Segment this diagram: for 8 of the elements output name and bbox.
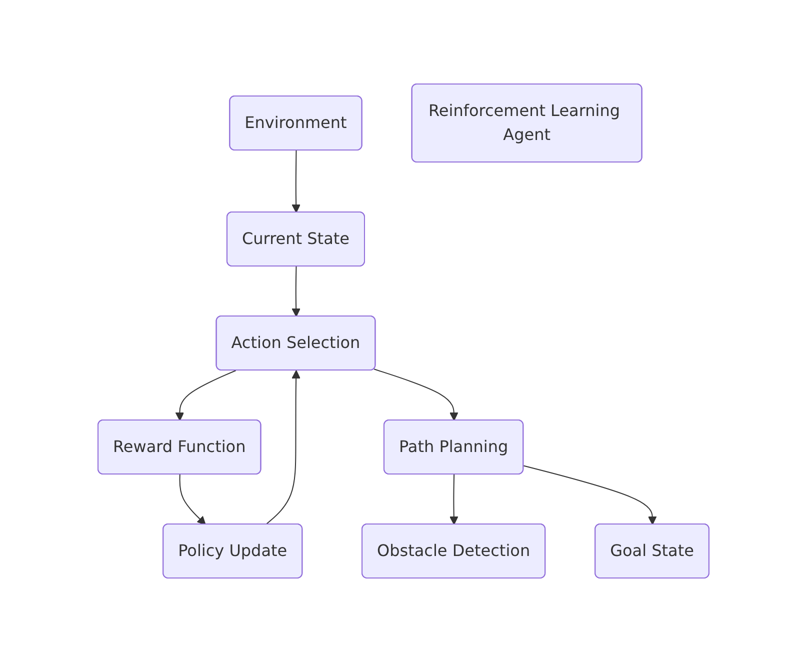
arrow [178, 474, 206, 525]
arrow [522, 465, 656, 525]
arrow [291, 150, 300, 213]
arrow [373, 368, 458, 421]
arrow [291, 266, 300, 317]
arrow [264, 370, 300, 525]
arrow [174, 370, 236, 421]
arrow [449, 474, 458, 525]
